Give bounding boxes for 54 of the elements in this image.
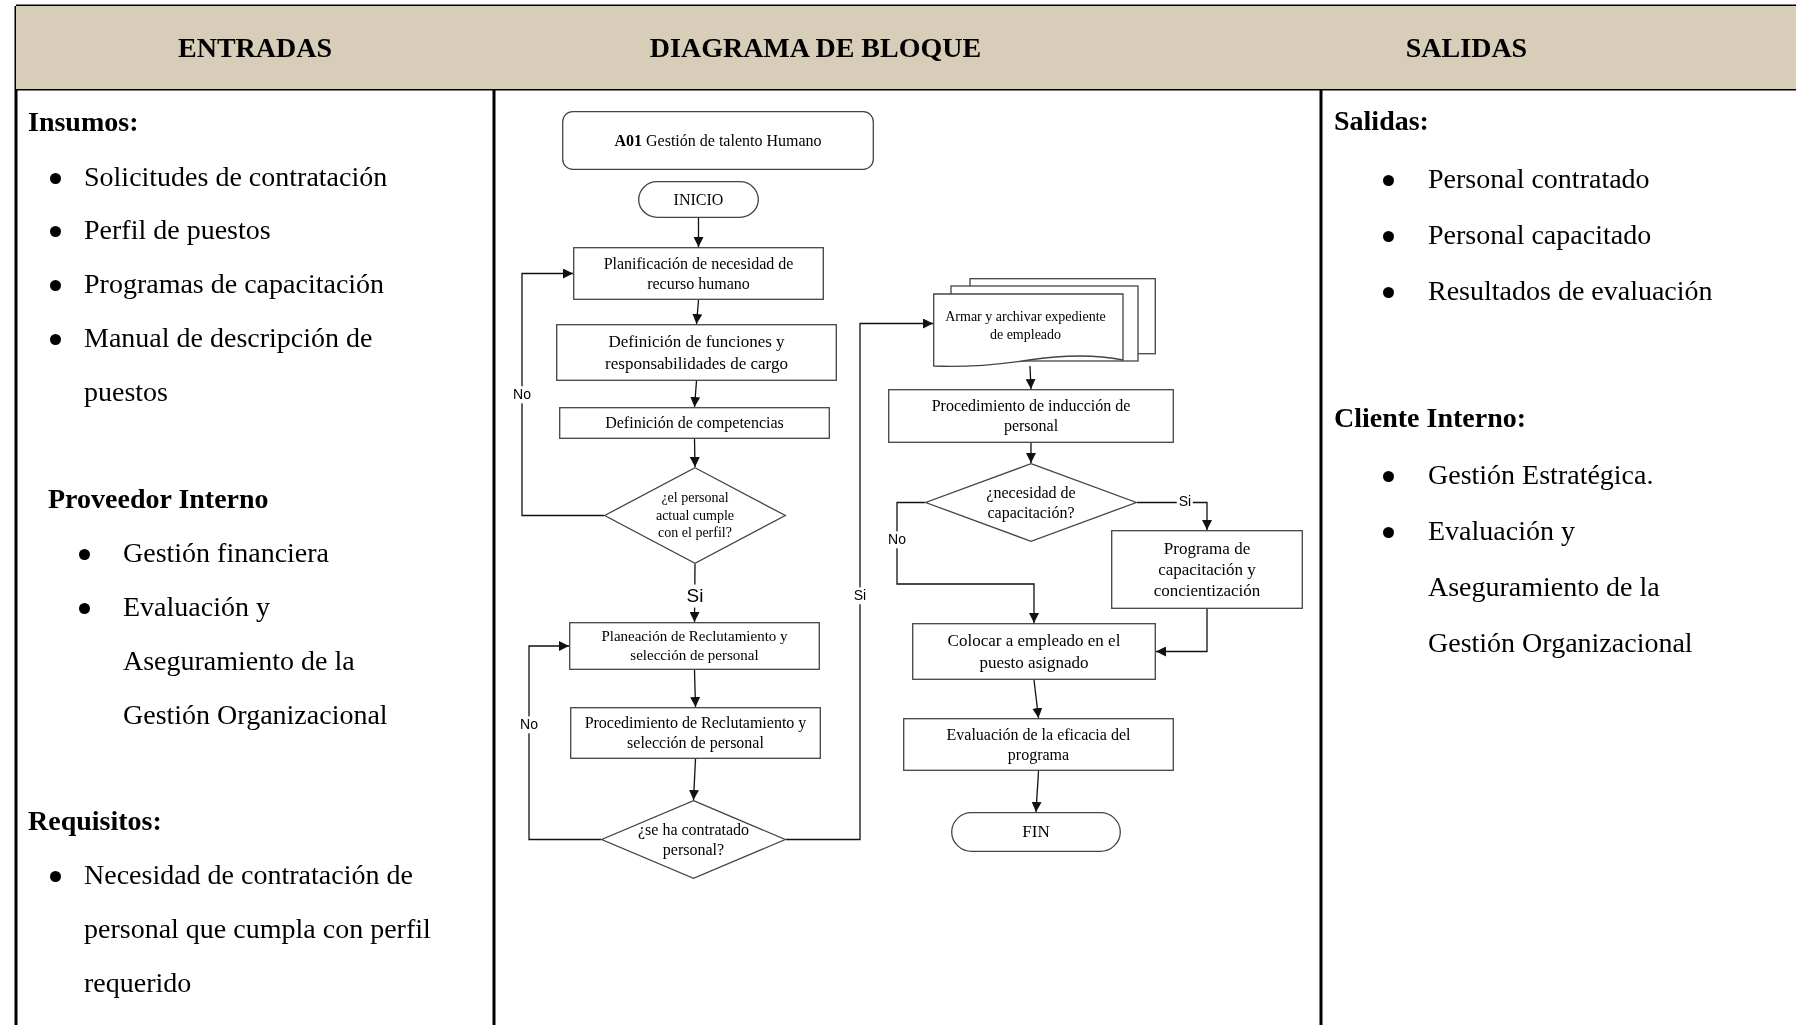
decision-diamond: ¿se ha contratado personal? (601, 800, 786, 879)
list-item: Solicitudes de contratación (84, 160, 389, 194)
edge-label: Si (684, 584, 706, 608)
list-item: Personal capacitado (1428, 218, 1653, 252)
arrow (689, 758, 699, 801)
process-box: Procedimiento de Reclutamiento y selección de personal (570, 707, 821, 759)
arrow (1025, 365, 1036, 390)
arrow (1031, 770, 1042, 813)
arrow (690, 669, 701, 708)
process-box: Procedimiento de inducción de personal (888, 389, 1174, 443)
arrow (1155, 608, 1208, 657)
process-box: Colocar a empleado en el puesto asignado (912, 623, 1156, 680)
title-box: A01 Gestión de talento Humano (562, 111, 874, 170)
process-box: Evaluación de la eficacia del programa (903, 718, 1174, 771)
list-item: Necesidad de contratación de personal que cumpla con perfil requerido (84, 858, 432, 1000)
edge-label: No (518, 716, 540, 734)
section-heading: Salidas: (1334, 104, 1429, 138)
process-box: Planeación de Reclutamiento y selección de personal (569, 622, 820, 670)
decision-diamond: ¿necesidad de capacitación? (925, 463, 1137, 542)
arrow (1136, 501, 1212, 531)
arrow (692, 299, 703, 325)
column-header: DIAGRAMA DE BLOQUE (494, 6, 1137, 89)
section-heading: Requisitos: (28, 804, 162, 838)
arrow (693, 217, 704, 248)
list-item: Evaluación y Aseguramiento de la Gestión Organizacional (123, 590, 389, 732)
list-item: Resultados de evaluación (1428, 274, 1714, 308)
process-box: Programa de capacitación y concientización (1111, 530, 1303, 609)
arrow (1032, 679, 1043, 719)
column-header: SALIDAS (1137, 6, 1796, 89)
arrow (689, 438, 700, 468)
list-item: Programas de capacitación (84, 267, 386, 301)
list-item: Gestión financiera (123, 536, 331, 570)
list-item: Evaluación y Aseguramiento de la Gestión Organizacional (1428, 514, 1694, 660)
list-item: Perfil de puestos (84, 213, 272, 247)
arrow (521, 268, 605, 517)
process-box: Planificación de necesidad de recurso humano (573, 247, 824, 300)
section-heading: Proveedor Interno (48, 482, 269, 516)
process-box: Definición de competencias (559, 407, 830, 439)
edge-label: Si (851, 587, 869, 605)
decision-diamond: ¿el personal actual cumple con el perfil? (604, 467, 786, 564)
section-heading: Cliente Interno: (1334, 401, 1527, 435)
list-item: Gestión Estratégica. (1428, 458, 1655, 492)
process-box: Definición de funciones y responsabilidades de cargo (556, 324, 837, 381)
list-item: Personal contratado (1428, 162, 1651, 196)
column-header: ENTRADAS (16, 6, 494, 89)
arrow (690, 380, 701, 408)
edge-label: No (886, 531, 908, 549)
list-item: Manual de descripción de puestos (84, 321, 374, 409)
arrow (528, 641, 602, 841)
arrow (785, 318, 934, 841)
section-heading: Insumos: (28, 105, 139, 139)
arrow (1026, 442, 1036, 464)
edge-label: No (511, 386, 533, 404)
arrow (896, 501, 1039, 624)
